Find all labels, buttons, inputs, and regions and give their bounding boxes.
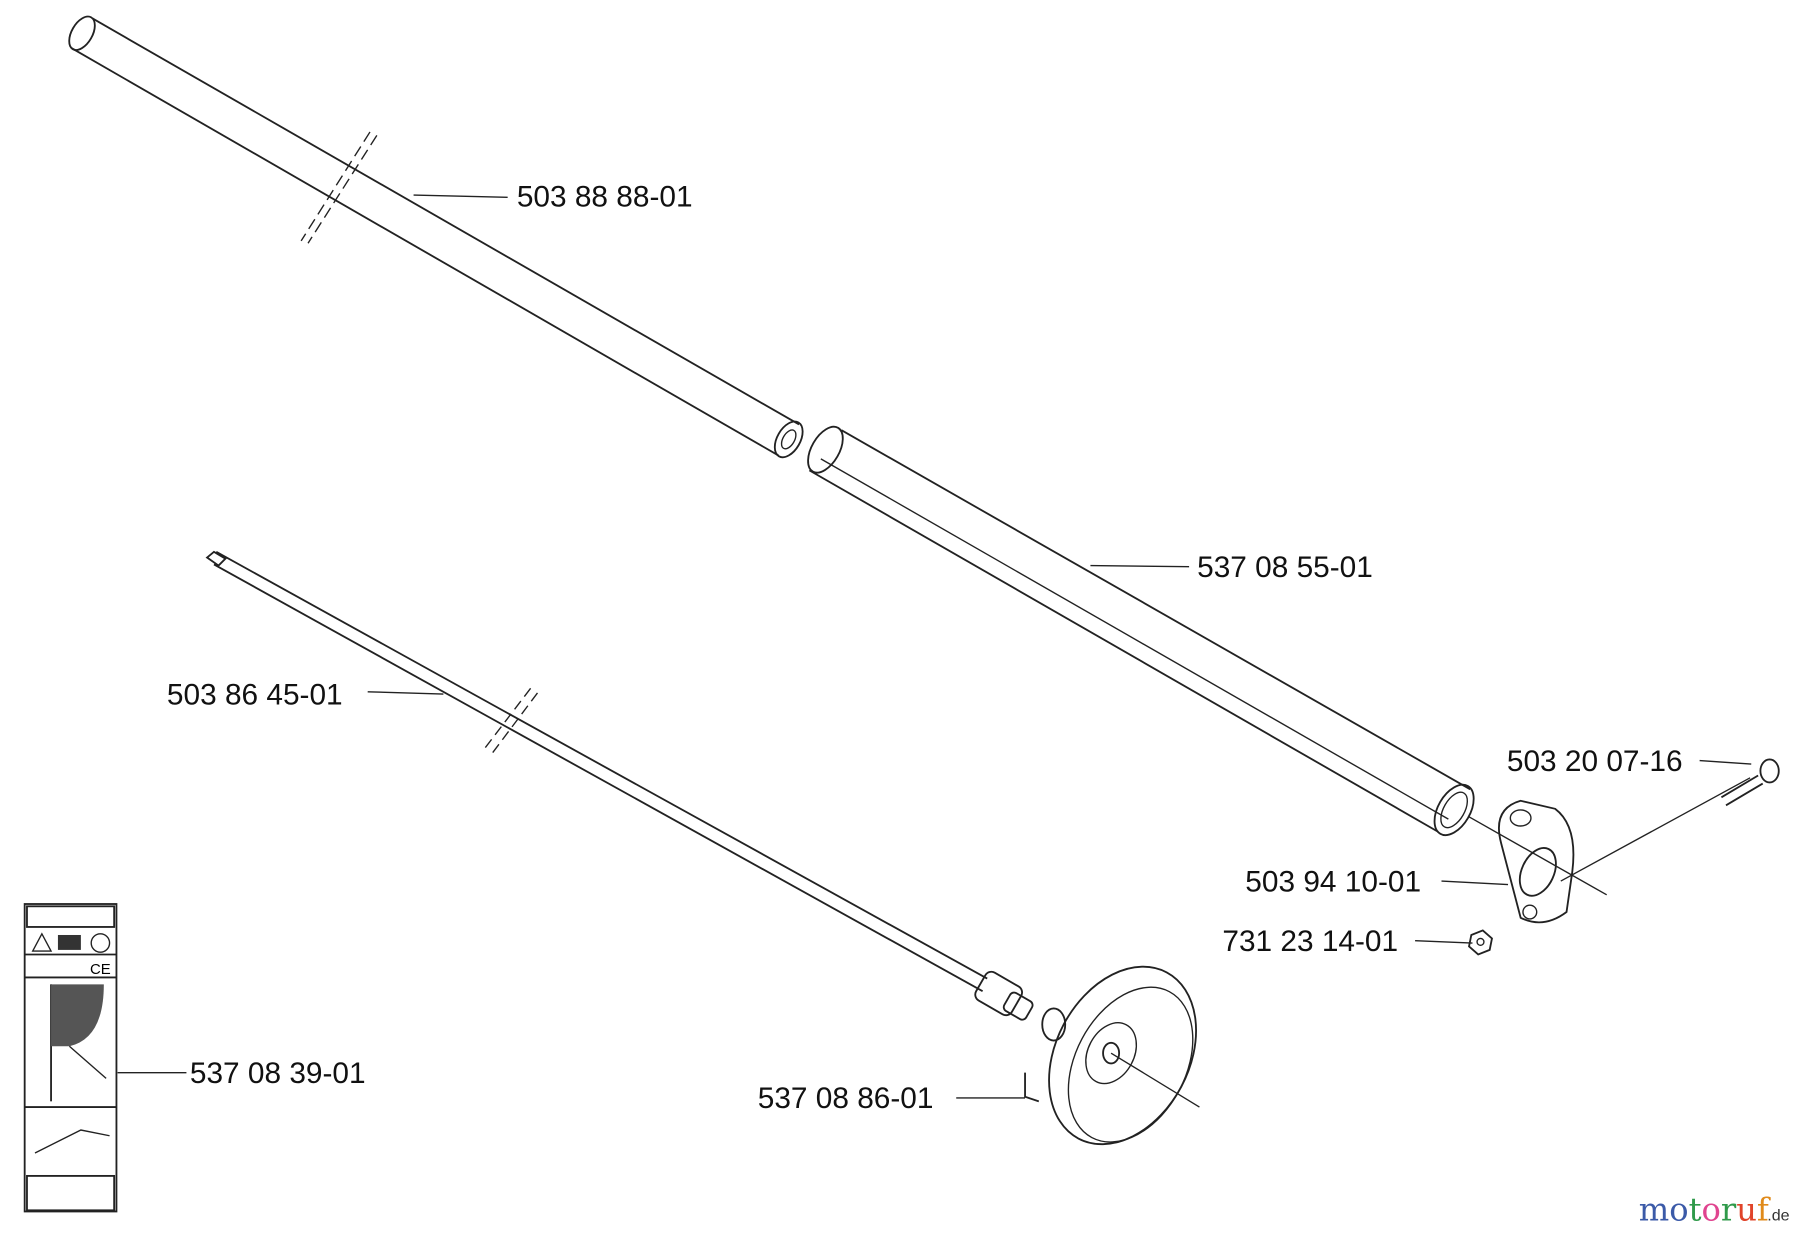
svg-text:motoruf: motoruf <box>1639 1191 1771 1229</box>
part-number-label: 503 88 88-01 <box>517 181 693 214</box>
clamp-bracket <box>1468 777 1751 924</box>
tube-upper <box>68 15 804 459</box>
leader-503-20-07-16 <box>1699 759 1752 765</box>
bolt <box>1720 758 1780 807</box>
leader-537-08-55-01 <box>1090 564 1190 568</box>
part-number-label: 537 08 86-01 <box>758 1082 934 1115</box>
tube-lower <box>807 425 1475 837</box>
part-number-label: 537 08 39-01 <box>190 1057 366 1090</box>
part-number-label: 503 20 07-16 <box>1507 745 1683 778</box>
part-number-label: 503 94 10-01 <box>1245 865 1421 898</box>
svg-text:.de: .de <box>1767 1207 1789 1225</box>
part-number-label: 731 23 14-01 <box>1222 925 1398 958</box>
leader-731-23-14-01 <box>1415 940 1473 944</box>
nut <box>1468 929 1493 956</box>
drive-shaft <box>205 550 988 993</box>
leader-503-86-45-01 <box>367 691 444 695</box>
leader-503-94-10-01 <box>1441 880 1509 886</box>
leader-503-88-88-01 <box>413 194 508 199</box>
watermark-logo: motoruf .de <box>1639 1191 1790 1229</box>
part-number-label: 537 08 55-01 <box>1197 551 1373 584</box>
svg-text:CE: CE <box>90 962 111 978</box>
decal: CE <box>23 903 118 1213</box>
guard-drum <box>974 965 1200 1146</box>
part-number-label: 503 86 45-01 <box>167 678 343 711</box>
